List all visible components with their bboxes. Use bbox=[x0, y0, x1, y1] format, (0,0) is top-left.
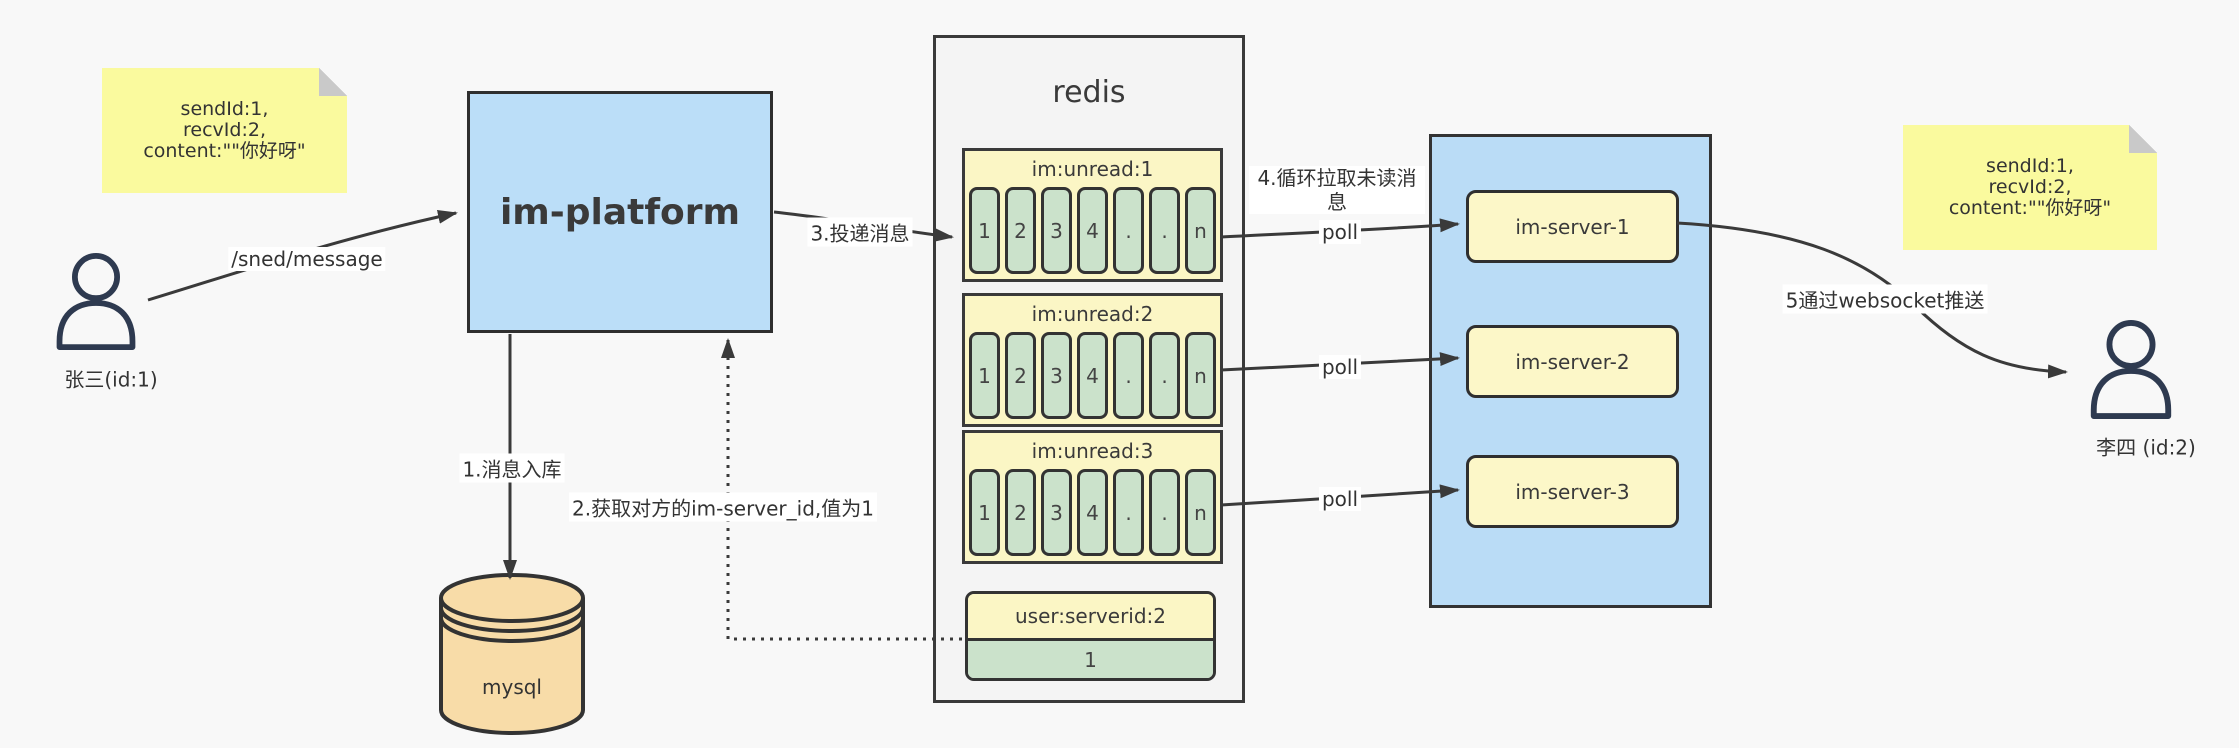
redis-container: redis im:unread:1 1 2 3 4 . . n im:unrea… bbox=[933, 35, 1245, 703]
queue-im-unread-1: im:unread:1 1 2 3 4 . . n bbox=[962, 148, 1223, 282]
queue-cell: 4 bbox=[1077, 187, 1108, 274]
redis-title: redis bbox=[1052, 75, 1126, 110]
queue-title: im:unread:2 bbox=[1031, 302, 1154, 326]
im-server-1-label: im-server-1 bbox=[1515, 214, 1630, 239]
mysql-cylinder-icon bbox=[439, 573, 585, 735]
queue-cell: . bbox=[1149, 469, 1180, 556]
queue-cell: 1 bbox=[969, 187, 1000, 274]
sender-label: 张三(id:1) bbox=[64, 367, 158, 392]
queue-cell: 4 bbox=[1077, 469, 1108, 556]
queue-cells: 1 2 3 4 . . n bbox=[965, 332, 1220, 424]
im-server-cluster: im-server-1 im-server-2 im-server-3 bbox=[1429, 134, 1712, 608]
queue-cell: . bbox=[1149, 332, 1180, 419]
queue-cell: 4 bbox=[1077, 332, 1108, 419]
im-server-1-box: im-server-1 bbox=[1466, 190, 1679, 263]
queue-cell: . bbox=[1113, 187, 1144, 274]
person-receiver-icon bbox=[2090, 320, 2172, 419]
note-line: recvId:2, bbox=[183, 119, 266, 141]
im-server-2-label: im-server-2 bbox=[1515, 349, 1630, 374]
queue-cell: 2 bbox=[1005, 469, 1036, 556]
edge-label-step3: 3.投递消息 bbox=[807, 217, 913, 247]
edge-label-step1: 1.消息入库 bbox=[459, 453, 565, 483]
queue-im-unread-3: im:unread:3 1 2 3 4 . . n bbox=[962, 430, 1223, 564]
user-serverid-title: user:serverid:2 bbox=[968, 594, 1213, 641]
im-platform-label: im-platform bbox=[499, 191, 741, 233]
queue-cell: 1 bbox=[969, 332, 1000, 419]
im-server-3-box: im-server-3 bbox=[1466, 455, 1679, 528]
note-fold-icon bbox=[2129, 125, 2157, 153]
note-line: recvId:2, bbox=[1988, 176, 2072, 198]
im-server-3-label: im-server-3 bbox=[1515, 479, 1630, 504]
note-line: sendId:1, bbox=[180, 98, 269, 120]
queue-cell: 2 bbox=[1005, 332, 1036, 419]
queue-cell: n bbox=[1185, 187, 1216, 274]
edge-label-poll-3: poll bbox=[1318, 487, 1362, 511]
queue-cell: 1 bbox=[969, 469, 1000, 556]
mysql-label: mysql bbox=[482, 675, 542, 699]
queue-cell: . bbox=[1149, 187, 1180, 274]
queue-title: im:unread:3 bbox=[1031, 439, 1154, 463]
queue-cells: 1 2 3 4 . . n bbox=[965, 469, 1220, 561]
user-serverid-value: 1 bbox=[968, 641, 1213, 678]
receiver-label: 李四 (id:2) bbox=[2096, 435, 2196, 460]
queue-cell: 3 bbox=[1041, 469, 1072, 556]
edge-label-step4: 4.循环拉取未读消息 bbox=[1249, 166, 1425, 214]
queue-cells: 1 2 3 4 . . n bbox=[965, 187, 1220, 279]
queue-im-unread-2: im:unread:2 1 2 3 4 . . n bbox=[962, 293, 1223, 427]
queue-cell: 2 bbox=[1005, 187, 1036, 274]
sticky-note-left: sendId:1, recvId:2, content:""你好呀" bbox=[102, 68, 347, 193]
edge-get-server-id bbox=[721, 338, 962, 641]
note-line: content:""你好呀" bbox=[143, 140, 306, 162]
queue-cell: 3 bbox=[1041, 187, 1072, 274]
im-server-2-box: im-server-2 bbox=[1466, 325, 1679, 398]
queue-cell: n bbox=[1185, 469, 1216, 556]
edge-label-poll-1: poll bbox=[1318, 220, 1362, 244]
user-serverid-box: user:serverid:2 1 bbox=[965, 591, 1216, 681]
queue-cell: . bbox=[1113, 469, 1144, 556]
note-line: content:""你好呀" bbox=[1948, 197, 2112, 219]
person-sender-icon bbox=[56, 253, 136, 350]
edge-label-step5: 5通过websocket推送 bbox=[1782, 284, 1988, 314]
edge-label-send: /sned/message bbox=[228, 247, 386, 271]
note-line: sendId:1, bbox=[1986, 155, 2074, 177]
im-platform-box: im-platform bbox=[467, 91, 773, 333]
queue-cell: 3 bbox=[1041, 332, 1072, 419]
sticky-note-right: sendId:1, recvId:2, content:""你好呀" bbox=[1903, 125, 2157, 250]
queue-cell: . bbox=[1113, 332, 1144, 419]
queue-cell: n bbox=[1185, 332, 1216, 419]
edge-label-step2: 2.获取对方的im-server_id,值为1 bbox=[569, 492, 877, 522]
note-fold-icon bbox=[319, 68, 347, 96]
edge-label-poll-2: poll bbox=[1318, 355, 1362, 379]
queue-title: im:unread:1 bbox=[1031, 157, 1154, 181]
